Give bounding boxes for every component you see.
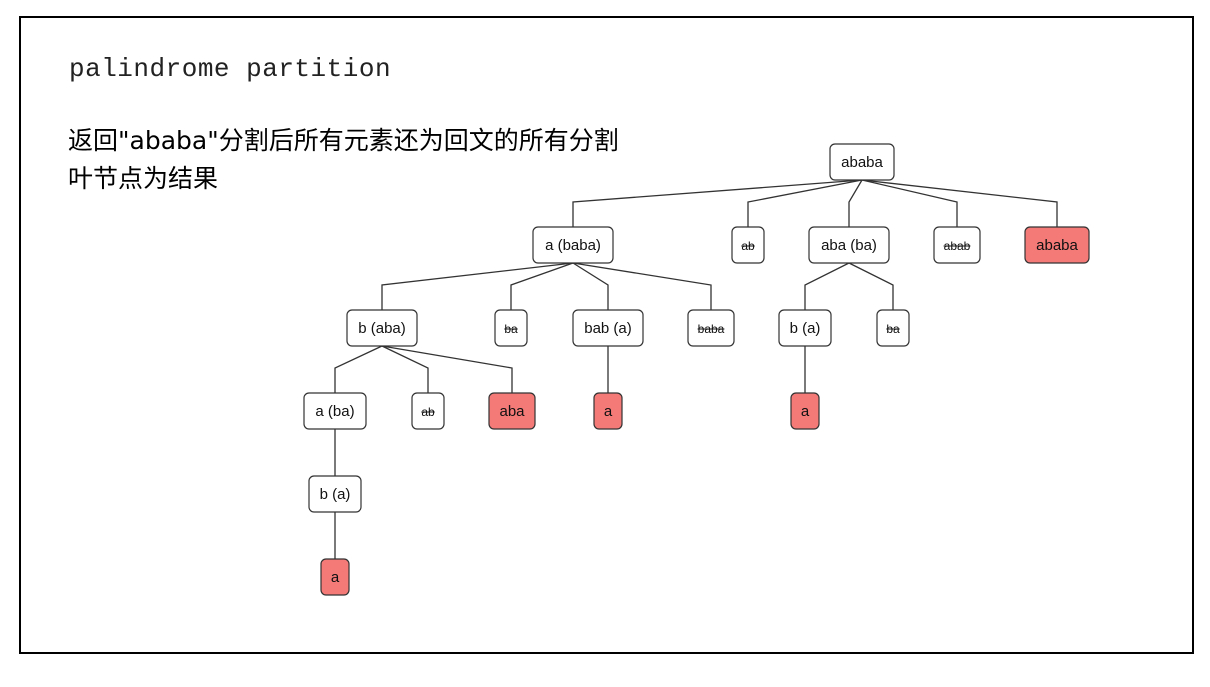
- tree-node: b (a): [308, 475, 362, 513]
- pruned-node: ba: [876, 309, 910, 347]
- node-label: ababa: [1036, 237, 1078, 254]
- node-box: [572, 309, 644, 347]
- tree-edge: [381, 345, 429, 393]
- tree-edge: [381, 345, 513, 393]
- node-label: b (a): [320, 486, 351, 503]
- node-box: [933, 226, 981, 264]
- tree-edge: [747, 179, 863, 227]
- node-label: aba (ba): [821, 237, 877, 254]
- node-box: [303, 392, 367, 430]
- result-node: a: [593, 392, 623, 430]
- node-box: [876, 309, 910, 347]
- tree-edge: [572, 179, 863, 227]
- tree-edge: [861, 179, 1058, 227]
- node-box: [532, 226, 614, 264]
- node-label: b (aba): [358, 320, 406, 337]
- tree-node: a (ba): [303, 392, 367, 430]
- node-box: [687, 309, 735, 347]
- node-label: a (ba): [315, 403, 354, 420]
- description-line-1: 返回"ababa"分割后所有元素还为回文的所有分割: [68, 126, 619, 155]
- tree-edge: [334, 345, 383, 393]
- tree-edge: [510, 262, 574, 310]
- node-label: a (baba): [545, 237, 601, 254]
- node-label: a: [604, 403, 613, 420]
- tree-edge: [804, 262, 850, 310]
- node-label: b (a): [790, 320, 821, 337]
- tree-node: b (a): [778, 309, 832, 347]
- node-label: a: [801, 403, 810, 420]
- node-box: [778, 309, 832, 347]
- node-label: a: [331, 569, 340, 586]
- tree-edge: [848, 262, 894, 310]
- pruned-node: baba: [687, 309, 735, 347]
- tree-node: ababa: [829, 143, 895, 181]
- node-box: [488, 392, 536, 430]
- node-box: [1024, 226, 1090, 264]
- node-box: [731, 226, 765, 264]
- node-box: [808, 226, 890, 264]
- tree-node: bab (a): [572, 309, 644, 347]
- tree-node: a (baba): [532, 226, 614, 264]
- tree-edge: [572, 262, 712, 310]
- tree-node: aba (ba): [808, 226, 890, 264]
- node-box: [320, 558, 350, 596]
- result-node: ababa: [1024, 226, 1090, 264]
- pruned-node: ba: [494, 309, 528, 347]
- node-label: aba: [499, 403, 525, 420]
- result-node: a: [790, 392, 820, 430]
- node-label: bab (a): [584, 320, 632, 337]
- pruned-node: abab: [933, 226, 981, 264]
- result-node: aba: [488, 392, 536, 430]
- tree-edge: [861, 179, 958, 227]
- tree-node: b (aba): [346, 309, 418, 347]
- node-box: [308, 475, 362, 513]
- slide-title: palindrome partition: [69, 54, 392, 84]
- tree-edge: [848, 179, 863, 227]
- node-box: [790, 392, 820, 430]
- node-box: [411, 392, 445, 430]
- description-line-2: 叶节点为结果: [68, 164, 219, 193]
- result-node: a: [320, 558, 350, 596]
- node-box: [346, 309, 418, 347]
- tree-edge: [572, 262, 609, 310]
- pruned-node: ab: [411, 392, 445, 430]
- node-label: ababa: [841, 154, 883, 171]
- slide-frame: palindrome partition 返回"ababa"分割后所有元素还为回…: [19, 16, 1194, 654]
- tree-edge: [381, 262, 574, 310]
- node-box: [829, 143, 895, 181]
- pruned-node: ab: [731, 226, 765, 264]
- node-box: [494, 309, 528, 347]
- node-box: [593, 392, 623, 430]
- problem-description: 返回"ababa"分割后所有元素还为回文的所有分割 叶节点为结果: [68, 122, 619, 198]
